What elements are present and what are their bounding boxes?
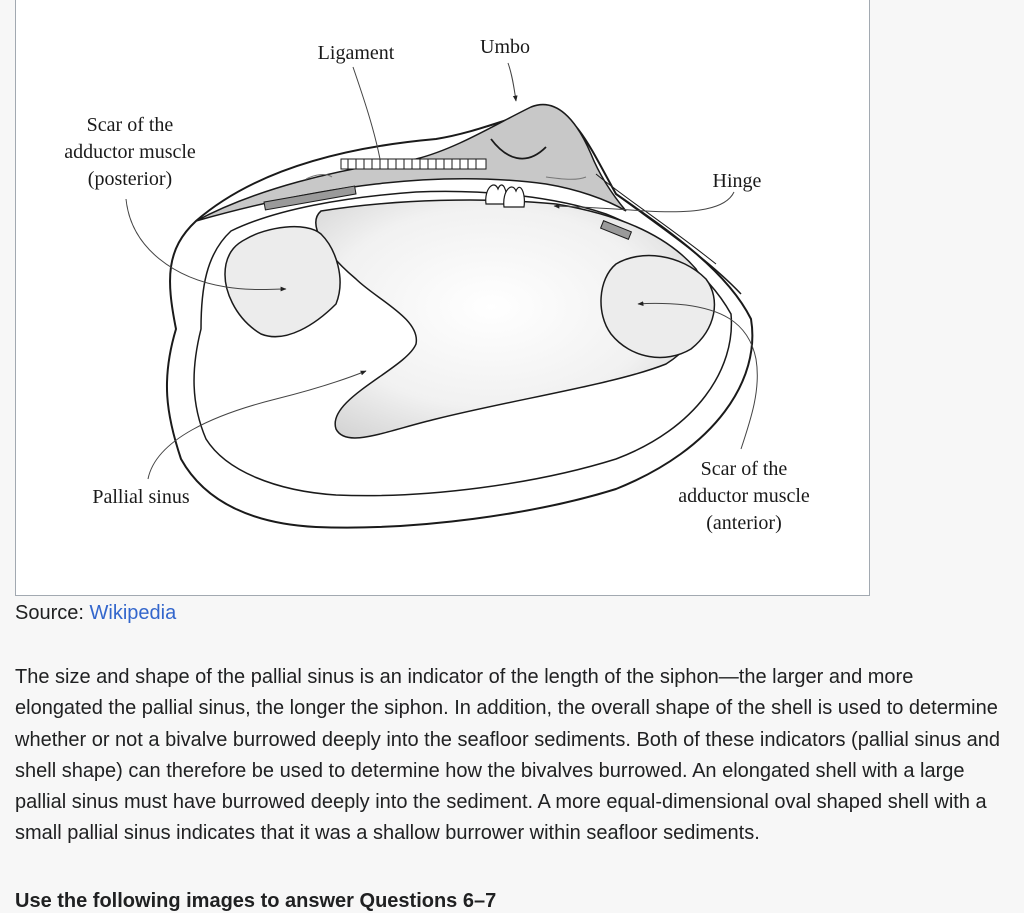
label-posterior-line3: (posterior) bbox=[88, 168, 172, 190]
pallial-line bbox=[315, 199, 707, 439]
bivalve-shell-diagram: Ligament Umbo Hinge Scar of the adductor… bbox=[64, 36, 810, 534]
body-paragraph: The size and shape of the pallial sinus … bbox=[15, 666, 1001, 845]
label-umbo: Umbo bbox=[480, 36, 530, 58]
label-anterior-line2: adductor muscle bbox=[678, 485, 810, 507]
next-section-heading: Use the following images to answer Quest… bbox=[15, 890, 497, 912]
label-posterior-line2: adductor muscle bbox=[64, 141, 196, 163]
source-prefix: Source: bbox=[15, 602, 84, 624]
label-anterior-line1: Scar of the bbox=[701, 458, 788, 480]
label-hinge: Hinge bbox=[713, 170, 762, 192]
label-ligament: Ligament bbox=[318, 42, 395, 64]
anterior-adductor-scar bbox=[600, 254, 716, 359]
label-anterior-line3: (anterior) bbox=[706, 512, 782, 534]
source-caption: Source: Wikipedia bbox=[15, 602, 176, 625]
label-pallial-sinus: Pallial sinus bbox=[92, 486, 189, 508]
figure-container: Ligament Umbo Hinge Scar of the adductor… bbox=[15, 0, 870, 596]
posterior-adductor-scar bbox=[224, 225, 341, 338]
source-link[interactable]: Wikipedia bbox=[89, 602, 177, 624]
label-posterior-line1: Scar of the bbox=[87, 114, 174, 136]
